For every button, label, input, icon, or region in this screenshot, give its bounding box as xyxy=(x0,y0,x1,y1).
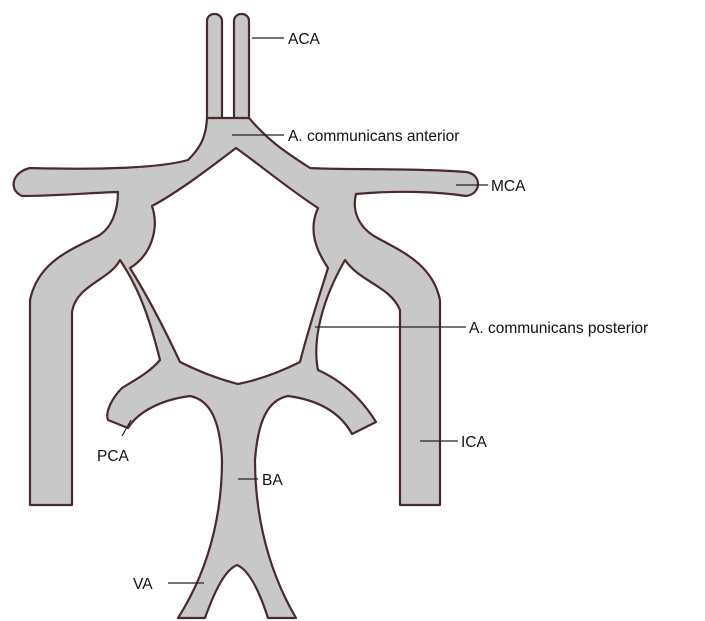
pcom-label: A. communicans posterior xyxy=(469,320,648,337)
ba-label: BA xyxy=(262,472,283,489)
ica-label: ICA xyxy=(461,434,488,451)
mca-label: MCA xyxy=(491,178,526,195)
aca-left-vessel xyxy=(207,14,222,132)
aca-right-vessel xyxy=(234,14,249,132)
circle-of-willis-vessels xyxy=(14,118,478,618)
pca-label: PCA xyxy=(97,448,130,465)
va-label: VA xyxy=(133,576,153,593)
labels: ACA A. communicans anterior MCA A. commu… xyxy=(97,31,648,593)
acom-label: A. communicans anterior xyxy=(288,128,459,145)
aca-vessels xyxy=(207,14,249,132)
aca-label: ACA xyxy=(288,31,321,48)
